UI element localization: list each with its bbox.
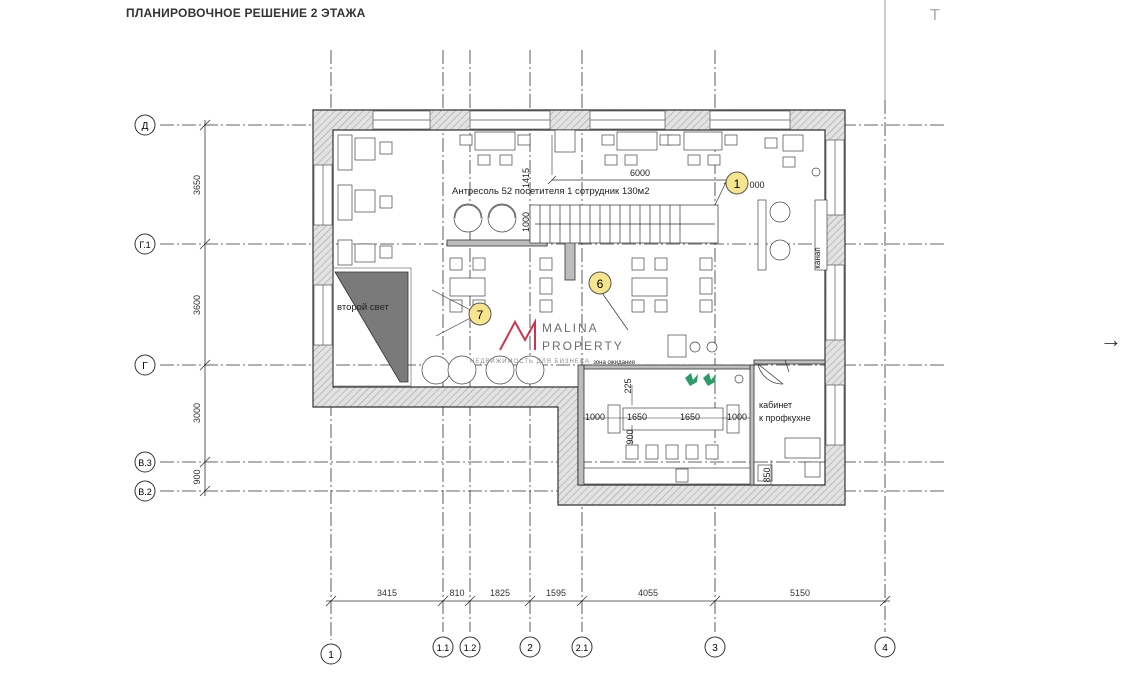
svg-text:4: 4: [882, 643, 888, 654]
dim-left-900: 900: [192, 469, 202, 484]
col-axis-markers: 1 1.1 1.2 2 2.1 3 4: [320, 636, 896, 665]
top-fragment-text: Т: [930, 7, 940, 24]
svg-text:В.2: В.2: [138, 487, 152, 497]
col-axis-1-2: 1.2: [459, 636, 481, 658]
marker-1: 1: [725, 171, 749, 195]
dim-6000: 6000: [630, 168, 650, 178]
col-axis-3: 3: [704, 636, 726, 658]
svg-text:1: 1: [328, 650, 334, 661]
col-axis-2-1: 2.1: [571, 636, 593, 658]
col-axis-2: 2: [519, 636, 541, 658]
dim-bottom-5150: 5150: [790, 588, 810, 598]
svg-text:Г.1: Г.1: [139, 240, 150, 250]
dim-left-3600: 3600: [192, 295, 202, 315]
row-axis-d: Д: [134, 114, 156, 136]
row-axis-g1: Г.1: [134, 233, 156, 255]
row-axis-markers: Д Г.1 Г В.3 В.2: [134, 114, 156, 502]
label-gallery: канап: [813, 247, 822, 268]
dim-bottom-1825: 1825: [490, 588, 510, 598]
row-axis-v3: В.3: [134, 451, 156, 473]
numbered-markers: 1 6 7: [468, 171, 749, 326]
dim-1415: 1415: [521, 168, 531, 188]
windows: [313, 110, 845, 446]
dim-1000-vertical: 1000: [521, 212, 531, 232]
arrow-right-icon[interactable]: →: [1100, 327, 1122, 352]
label-office-line2: к профкухне: [759, 413, 811, 423]
svg-text:1.2: 1.2: [464, 643, 477, 653]
dim-bottom-3415: 3415: [377, 588, 397, 598]
left-dimension-chain: [199, 119, 211, 497]
furniture: [337, 129, 828, 485]
col-axis-1: 1: [320, 643, 342, 665]
interior-walls: [446, 239, 826, 486]
col-axis-1-1: 1.1: [432, 636, 454, 658]
col-axis-4: 4: [874, 636, 896, 658]
plants: [685, 373, 716, 386]
watermark-line3: НЕДВИЖИМОСТЬ ДЛЯ БИЗНЕСА: [470, 359, 590, 365]
svg-text:2.1: 2.1: [576, 643, 589, 653]
bottom-dimension-chain: [325, 595, 891, 607]
dim-bottom-1595: 1595: [546, 588, 566, 598]
marker-6: 6: [588, 271, 612, 295]
label-office-line1: кабинет: [759, 400, 792, 410]
interior-dimension-lines: [583, 385, 772, 485]
second-light-void: [334, 271, 409, 383]
svg-text:7: 7: [477, 308, 484, 322]
dim-bottom-4055: 4055: [638, 588, 658, 598]
svg-text:Д: Д: [142, 121, 149, 132]
doors: [757, 359, 790, 385]
dim-225: 225: [623, 378, 633, 393]
dim-left-3000: 3000: [192, 403, 202, 423]
dim-1650-b: 1650: [680, 412, 700, 422]
svg-text:В.3: В.3: [138, 458, 152, 468]
watermark-line1: MALINA: [542, 321, 599, 335]
dim-1000-b: 1000: [727, 412, 747, 422]
row-axis-v2: В.2: [134, 480, 156, 502]
round-seating: [421, 167, 821, 385]
dim-850: 850: [762, 467, 772, 482]
dim-000: 000: [749, 180, 764, 190]
svg-text:1.1: 1.1: [437, 643, 450, 653]
svg-text:1: 1: [734, 177, 741, 191]
watermark-line2: PROPERTY: [542, 339, 624, 353]
watermark-logo: MALINA PROPERTY НЕДВИЖИМОСТЬ ДЛЯ БИЗНЕСА: [470, 318, 624, 365]
label-window: зона ожидания: [593, 360, 635, 366]
dim-1000-a: 1000: [585, 412, 605, 422]
svg-text:6: 6: [597, 277, 604, 291]
svg-text:Г: Г: [142, 361, 148, 372]
dim-left-3650: 3650: [192, 175, 202, 195]
dim-bottom-810: 810: [449, 588, 464, 598]
label-second-light: второй свет: [337, 302, 390, 313]
dim-900-interior: 900: [625, 429, 635, 444]
svg-text:2: 2: [527, 643, 533, 654]
row-axis-g: Г: [134, 354, 156, 376]
marker-7: 7: [468, 302, 492, 326]
label-mezzanine: Антресоль 52 посетителя 1 сотрудник 130м…: [452, 186, 650, 197]
svg-text:3: 3: [712, 643, 718, 654]
page-title: ПЛАНИРОВОЧНОЕ РЕШЕНИЕ 2 ЭТАЖА: [126, 6, 366, 20]
dim-1650-a: 1650: [627, 412, 647, 422]
stair: [529, 135, 729, 244]
